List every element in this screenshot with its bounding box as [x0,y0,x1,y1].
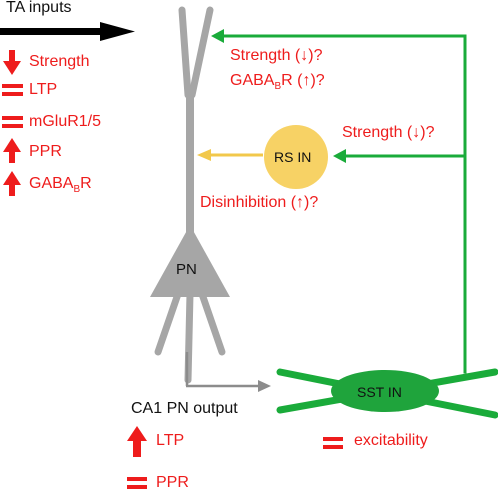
output-effect-ppr: PPR [156,474,189,491]
sst-feedback-paths [211,29,467,374]
pn-strength-label: Strength (↓)? [230,47,323,64]
sst-effect-excitability: excitability [354,432,428,449]
pn-gabab-label: GABABR (↑)? [230,72,325,92]
ta-effect-mglur: mGluR1/5 [29,113,102,130]
ta-input-arrow [0,22,135,41]
rs-interneuron [264,125,328,189]
ta-effect-strength: Strength [29,53,90,70]
ta-effect-gabab: GABABR [29,175,92,195]
sst-interneuron [276,368,498,419]
ta-effect-symbol-4 [3,138,21,163]
rs-to-pn-arrow [197,149,263,161]
ta-effect-symbol-2 [2,84,23,96]
ta-effect-ppr: PPR [29,143,62,160]
pn-output-arrow [185,352,271,392]
ta-effect-symbol-3 [2,116,23,128]
ta-effect-symbol-5 [3,171,21,196]
disinhibition-label: Disinhibition (↑)? [200,194,319,211]
ta-inputs-label: TA inputs [6,0,72,16]
rs-strength-label: Strength (↓)? [342,124,435,141]
output-effect-symbol-1 [127,426,147,457]
ta-effect-ltp: LTP [29,81,58,98]
sst-in-label: SST IN [357,384,402,400]
output-effect-symbol-2 [127,477,147,489]
pyramidal-neuron [150,6,230,384]
rs-in-label: RS IN [274,149,312,165]
ta-effect-symbol-1 [3,50,21,75]
sst-effect-symbol [323,437,343,449]
pn-label: PN [176,261,197,278]
output-effect-ltp: LTP [156,432,185,449]
pn-output-label: CA1 PN output [131,400,238,417]
